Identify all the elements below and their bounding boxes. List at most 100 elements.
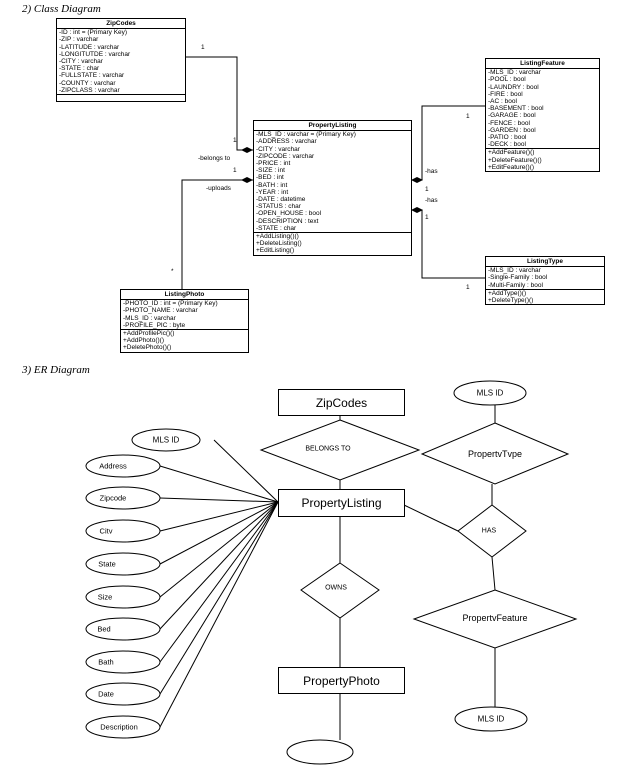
er-relationship-has-label: HAS bbox=[481, 527, 497, 535]
class-member: -CITY : varchar bbox=[59, 58, 103, 66]
label-has-1: -has bbox=[425, 168, 438, 175]
er-attr-mls-id-bottom: MLS ID bbox=[477, 714, 505, 724]
multiplicity-zip-2: 1 bbox=[233, 137, 237, 144]
class-diagram-heading: 2) Class Diagram bbox=[22, 3, 101, 15]
er-relationship-belongs-to bbox=[259, 419, 421, 481]
class-attributes: -MLS_ID : varchar-Single-Family : bool-M… bbox=[486, 267, 604, 290]
composition-diamond-belongs bbox=[241, 147, 253, 153]
association-uploads bbox=[181, 179, 253, 289]
multiplicity-upload-1: 1 bbox=[233, 167, 237, 174]
multiplicity-has1-1: 1 bbox=[425, 186, 429, 193]
class-member: -GARDEN : bool bbox=[488, 126, 536, 134]
class-attributes: -ID : int = (Primary Key)-ZIP : varchar-… bbox=[57, 29, 185, 96]
class-attributes: -MLS_ID : varchar = (Primary Key)-ADDRES… bbox=[254, 131, 411, 234]
multiplicity-has2-1: 1 bbox=[425, 214, 429, 221]
er-relationship-belongs-to-label: BELONGS TO bbox=[305, 445, 351, 453]
class-member: -STATUS : char bbox=[256, 203, 301, 211]
er-attr-bed-shape bbox=[85, 617, 161, 641]
class-member: -ZIPCODE : varchar bbox=[256, 152, 315, 160]
er-relationship-owns bbox=[300, 562, 380, 619]
class-member: -SIZE : int bbox=[256, 167, 285, 175]
class-member: +DeleteListing() bbox=[256, 240, 302, 248]
class-member: +AddProfilePic()() bbox=[123, 330, 175, 338]
class-title: ZipCodes bbox=[57, 19, 185, 30]
er-attr-description: Description bbox=[100, 722, 138, 732]
association-has-type bbox=[411, 209, 485, 279]
er-attr-bath: Bath bbox=[98, 657, 114, 667]
class-title: ListingPhoto bbox=[121, 290, 248, 301]
er-attr-description-shape bbox=[85, 715, 161, 739]
class-member: -GARAGE : bool bbox=[488, 112, 536, 120]
class-member: -PHOTO_NAME : varchar bbox=[123, 307, 198, 315]
class-member: -FIRE : bool bbox=[488, 90, 523, 98]
class-member: -PATIO : bool bbox=[488, 134, 527, 142]
er-relationship-propertytype bbox=[420, 422, 570, 485]
class-member: -ADDRESS : varchar bbox=[256, 138, 317, 146]
class-zipcodes: ZipCodes -ID : int = (Primary Key)-ZIP :… bbox=[56, 18, 186, 103]
er-attr-address-shape bbox=[85, 454, 161, 478]
class-member: -LAUNDRY : bool bbox=[488, 83, 539, 91]
class-member: -MLS_ID : varchar = (Primary Key) bbox=[256, 131, 356, 139]
class-member: -DATE : datetime bbox=[256, 196, 306, 204]
er-entity-zipcodes-label: ZipCodes bbox=[315, 395, 368, 410]
class-title: PropertyListing bbox=[254, 121, 411, 132]
class-member: -LONGITUTDE : varchar bbox=[59, 50, 131, 58]
class-member: -FENCE : bool bbox=[488, 119, 530, 127]
er-relationship-owns-label: OWNS bbox=[325, 584, 347, 592]
class-member: +EditListing() bbox=[256, 247, 295, 255]
class-member: -AC : bool bbox=[488, 98, 517, 106]
class-listingtype: ListingType -MLS_ID : varchar-Single-Fam… bbox=[485, 256, 605, 306]
class-member: +DeleteType()() bbox=[488, 297, 534, 305]
class-member: +AddType()() bbox=[488, 289, 527, 297]
er-entity-propertylisting-label: PropertyListing bbox=[301, 496, 382, 510]
er-attr-mls-id-left: MLS ID bbox=[152, 435, 180, 445]
er-attr-date: Date bbox=[98, 689, 114, 699]
er-relationship-propertyfeature-label: PropertvFeature bbox=[462, 613, 528, 623]
class-propertylisting: PropertyListing -MLS_ID : varchar = (Pri… bbox=[253, 120, 412, 256]
er-attr-zipcode-shape bbox=[85, 486, 161, 510]
class-operations bbox=[57, 95, 185, 101]
class-listingfeature: ListingFeature -MLS_ID : varchar-POOL : … bbox=[485, 58, 600, 173]
class-member: -Single-Family : bool bbox=[488, 274, 548, 282]
association-belongs-to bbox=[185, 56, 253, 151]
class-member: -PROFILE_PIC : byte bbox=[123, 321, 186, 329]
er-attr-size: Size bbox=[97, 592, 113, 602]
er-attr-bath-shape bbox=[85, 650, 161, 674]
class-member: -ZIPCLASS : varchar bbox=[59, 86, 120, 94]
label-has-2: -has bbox=[425, 197, 438, 204]
class-member: +DeletePhoto()() bbox=[123, 344, 172, 352]
er-entity-propertyphoto-label: PropertyPhoto bbox=[303, 673, 380, 688]
er-entity-propertylisting: PropertyListing bbox=[278, 489, 405, 517]
er-attr-mls-id-left-shape bbox=[131, 428, 201, 452]
er-attr-bed: Bed bbox=[97, 624, 111, 634]
er-attr-mls-id-top-shape bbox=[453, 380, 527, 406]
association-has-feature bbox=[411, 105, 485, 181]
class-member: -FULLSTATE : varchar bbox=[59, 72, 125, 80]
class-member: -DECK : bool bbox=[488, 141, 526, 149]
class-operations: +AddListing()()+DeleteListing()+EditList… bbox=[254, 233, 411, 255]
er-relationship-propertyfeature bbox=[412, 589, 578, 649]
class-member: -DESCRIPTION : text bbox=[256, 217, 319, 225]
class-attributes: -MLS_ID : varchar-POOL : bool-LAUNDRY : … bbox=[486, 69, 599, 150]
class-operations: +AddProfilePic()()+AddPhoto()()+DeletePh… bbox=[121, 330, 248, 352]
class-member: -LATITUDE : varchar bbox=[59, 43, 120, 51]
composition-diamond-has1 bbox=[411, 177, 423, 183]
er-attr-zipcode: Zipcode bbox=[99, 493, 127, 503]
class-member: -YEAR : int bbox=[256, 188, 289, 196]
multiplicity-zip-1: 1 bbox=[201, 44, 205, 51]
er-relationship-propertytype-label: PropertvTvpe bbox=[467, 449, 523, 459]
er-attr-mls-id-top: MLS ID bbox=[476, 388, 504, 398]
multiplicity-feature-1: 1 bbox=[466, 113, 470, 120]
er-attr-city-shape bbox=[85, 519, 161, 543]
class-operations: +AddType()()+DeleteType()() bbox=[486, 290, 604, 304]
class-member: -PRICE : int bbox=[256, 160, 291, 168]
class-title: ListingFeature bbox=[486, 59, 599, 70]
class-member: -PHOTO_ID : int = (Primary Key) bbox=[123, 300, 218, 308]
er-entity-zipcodes: ZipCodes bbox=[278, 389, 405, 416]
label-uploads: -uploads bbox=[206, 185, 231, 192]
er-attr-date-shape bbox=[85, 682, 161, 706]
er-relationship-has bbox=[457, 504, 527, 558]
er-attr-address: Address bbox=[99, 461, 127, 471]
er-attr-mls-id-bottom-shape bbox=[454, 706, 528, 732]
